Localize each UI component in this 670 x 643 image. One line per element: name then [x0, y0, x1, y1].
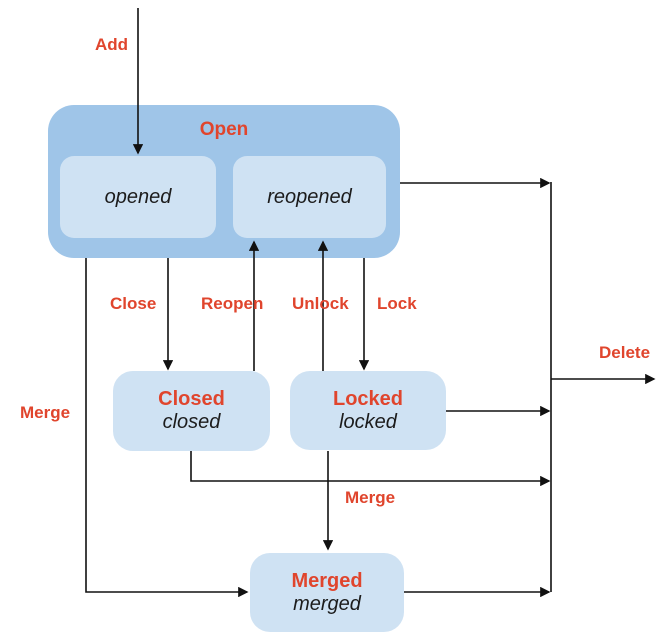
delete-transition-label: Delete [599, 343, 651, 362]
open-state-title: Open [199, 119, 249, 140]
closed-to-delete-rail-arrow [190, 451, 551, 487]
locked-state-name: Locked [332, 387, 404, 410]
merged-state-box: Merged merged [250, 553, 404, 632]
add-transition-label: Add [95, 35, 129, 54]
lock-transition-label: Lock [377, 294, 417, 313]
merge-mid-transition-label: Merge [345, 488, 396, 507]
closed-state-box: Closed closed [113, 371, 270, 451]
reopened-substate-box: reopened [233, 156, 386, 238]
closed-state-value: closed [162, 411, 221, 433]
merged-state-name: Merged [291, 569, 363, 592]
opened-substate-box: opened [60, 156, 216, 238]
unlock-transition-label: Unlock [292, 294, 349, 313]
closed-state-name: Closed [158, 388, 225, 410]
locked-state-box: Locked locked [290, 371, 446, 450]
merge-left-transition-label: Merge [20, 403, 71, 422]
merged-state-value: merged [293, 592, 361, 615]
close-transition-label: Close [110, 294, 157, 313]
locked-state-value: locked [339, 410, 397, 433]
reopen-transition-label: Reopen [201, 294, 264, 313]
opened-substate-label: opened [104, 185, 172, 208]
reopened-substate-label: reopened [267, 185, 352, 208]
